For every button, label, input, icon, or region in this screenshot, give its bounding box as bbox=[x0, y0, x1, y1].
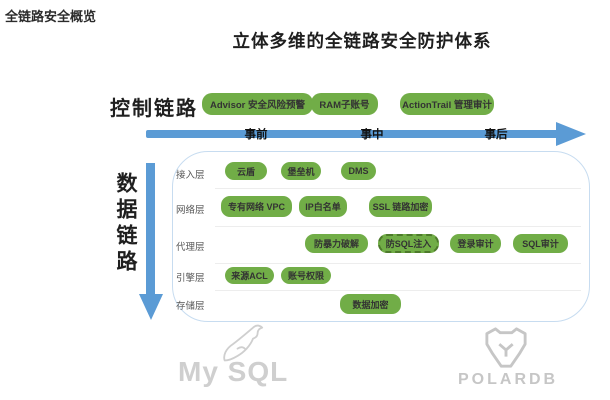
chip-vpc: 专有网络 VPC bbox=[221, 196, 292, 217]
chip-sql-audit: SQL审计 bbox=[513, 234, 568, 253]
layer-label-network: 网络层 bbox=[176, 205, 205, 216]
chip-anti-sql-injection: 防SQL注入 bbox=[378, 234, 439, 253]
chip-account-privilege: 账号权限 bbox=[281, 267, 331, 284]
control-chip-ram: RAM子账号 bbox=[311, 93, 378, 115]
data-arrow-head-icon bbox=[139, 294, 163, 320]
control-link-label: 控制链路 bbox=[110, 98, 198, 120]
control-chip-advisor: Advisor 安全风险预警 bbox=[202, 93, 313, 115]
chip-cloud-shield: 云盾 bbox=[225, 162, 267, 180]
diagram-title: 立体多维的全链路安全防护体系 bbox=[232, 31, 492, 51]
mysql-logo-text: My SQL bbox=[178, 356, 289, 387]
phase-during: 事中 bbox=[360, 129, 384, 141]
chip-source-acl: 来源ACL bbox=[225, 267, 274, 284]
layer-label-storage: 存储层 bbox=[176, 301, 205, 312]
data-link-label: 数据链路 bbox=[114, 172, 137, 276]
chip-login-audit: 登录审计 bbox=[450, 234, 501, 253]
data-arrow-shaft bbox=[146, 163, 155, 295]
chip-bastion: 堡垒机 bbox=[281, 162, 321, 180]
layer-label-proxy: 代理层 bbox=[176, 242, 205, 253]
layer-label-engine: 引擎层 bbox=[176, 273, 205, 284]
polardb-bear-icon bbox=[478, 326, 534, 370]
chip-ssl: SSL 链路加密 bbox=[369, 196, 432, 217]
row-divider bbox=[215, 188, 581, 189]
chip-data-encryption: 数据加密 bbox=[340, 294, 401, 314]
chip-anti-bruteforce: 防暴力破解 bbox=[305, 234, 368, 253]
control-chip-actiontrail: ActionTrail 管理审计 bbox=[400, 93, 494, 115]
polardb-logo-text: POLARDB bbox=[458, 371, 559, 388]
phase-before: 事前 bbox=[244, 129, 268, 141]
timeline-arrow-shaft bbox=[146, 130, 558, 138]
page-title: 全链路安全概览 bbox=[5, 9, 97, 24]
row-divider bbox=[215, 226, 581, 227]
chip-dms: DMS bbox=[341, 162, 376, 180]
layer-label-access: 接入层 bbox=[176, 170, 205, 181]
row-divider bbox=[215, 290, 581, 291]
chip-ip-whitelist: IP白名单 bbox=[299, 196, 347, 217]
timeline-arrow-head-icon bbox=[556, 122, 586, 146]
row-divider bbox=[215, 263, 581, 264]
phase-after: 事后 bbox=[484, 129, 508, 141]
mysql-dolphin-icon bbox=[215, 324, 271, 366]
